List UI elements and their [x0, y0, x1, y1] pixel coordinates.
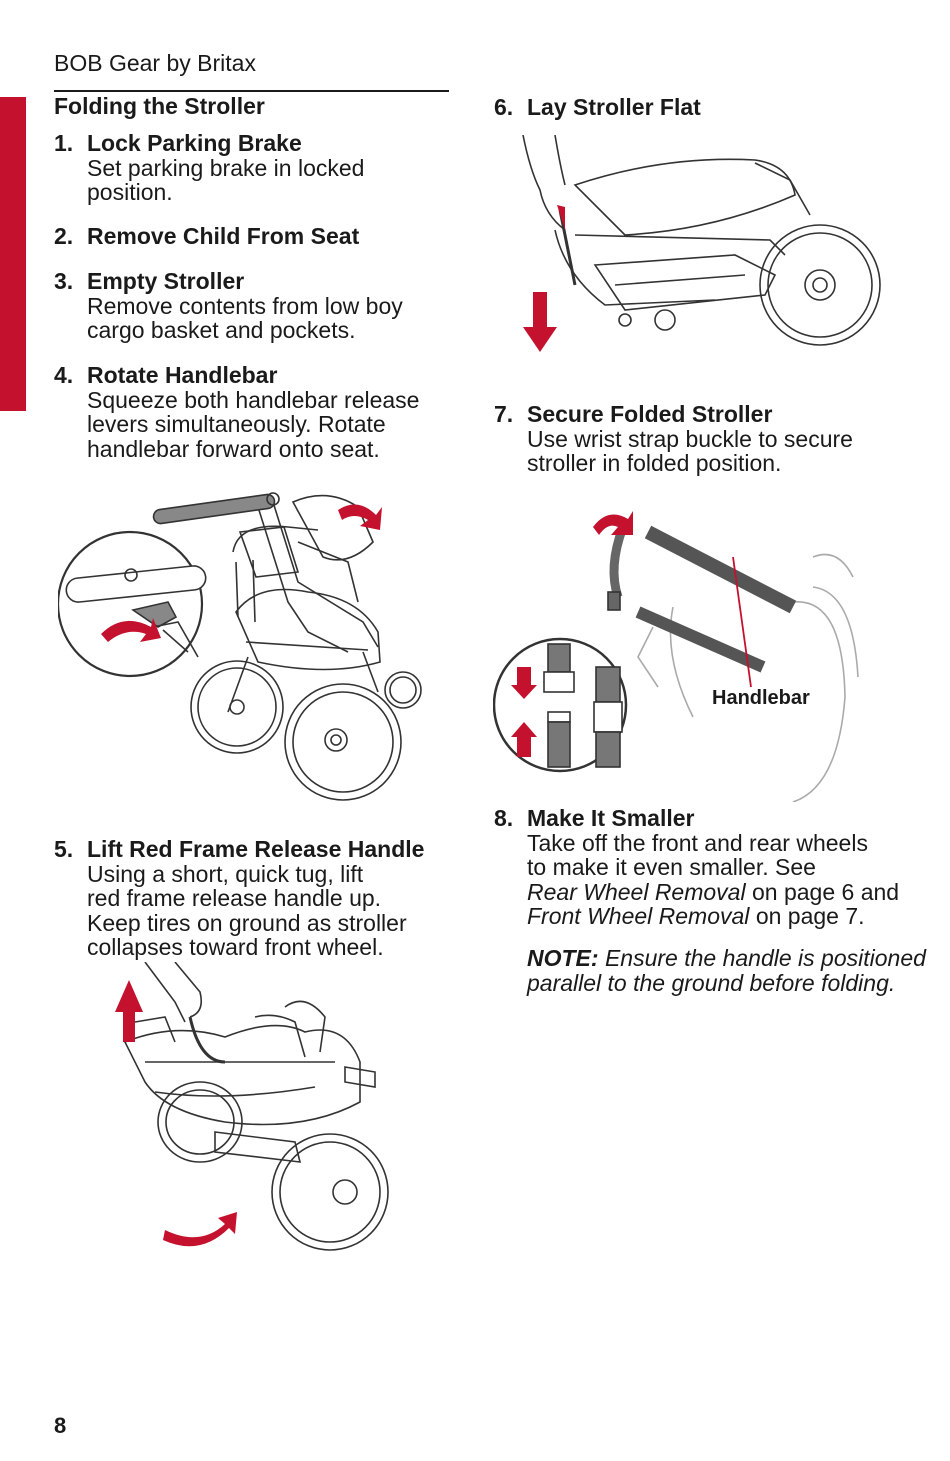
step-title: Make It Smaller	[527, 805, 695, 831]
chapter-tab	[0, 97, 26, 411]
step-4: 4. Rotate Handlebar Squeeze both handleb…	[54, 363, 419, 461]
step-text-line: Use wrist strap buckle to secure	[527, 425, 853, 452]
step-number: 5.	[54, 836, 74, 862]
step-title: Lock Parking Brake	[87, 130, 302, 156]
step-title: Secure Folded Stroller	[527, 401, 773, 427]
step-title: Remove Child From Seat	[87, 223, 360, 249]
brand-header: BOB Gear by Britax	[54, 50, 256, 76]
step-number: 6.	[494, 94, 514, 120]
step-number: 7.	[494, 401, 514, 427]
note: NOTE: Ensure the handle is positioned pa…	[527, 946, 927, 995]
step-text-line: cargo basket and pockets.	[87, 317, 356, 343]
lift-handle-illustration	[105, 962, 395, 1262]
step-title: Lift Red Frame Release Handle	[87, 836, 425, 862]
step-number: 8.	[494, 805, 514, 831]
step-number: 4.	[54, 362, 74, 388]
step-text-line: Front Wheel Removal on page 7.	[527, 903, 865, 929]
handlebar-label: Handlebar	[712, 687, 810, 709]
note-text: Ensure the handle is positioned parallel…	[527, 945, 926, 996]
step-6: 6. Lay Stroller Flat	[494, 95, 701, 120]
step-number: 3.	[54, 268, 74, 294]
step-1: 1. Lock Parking Brake Set parking brake …	[54, 131, 364, 205]
page-number: 8	[54, 1413, 67, 1438]
note-label: NOTE:	[527, 945, 599, 971]
step-text-line: levers simultaneously. Rotate	[87, 411, 386, 437]
step-number: 2.	[54, 223, 74, 249]
step-number: 1.	[54, 130, 74, 156]
secure-folded-illustration	[493, 497, 868, 802]
step-text-line: Remove contents from low boy	[87, 292, 403, 319]
step-text-line: Using a short, quick tug, lift	[87, 860, 364, 887]
section-title: Folding the Stroller	[54, 93, 265, 119]
step-5: 5. Lift Red Frame Release Handle Using a…	[54, 837, 424, 960]
step-title: Empty Stroller	[87, 268, 245, 294]
step-title: Rotate Handlebar	[87, 362, 278, 388]
step-8: 8. Make It Smaller Take off the front an…	[494, 806, 899, 929]
step-text-line: red frame release handle up.	[87, 885, 382, 911]
step-3: 3. Empty Stroller Remove contents from l…	[54, 269, 403, 343]
step-7: 7. Secure Folded Stroller Use wrist stra…	[494, 402, 853, 476]
step-2: 2. Remove Child From Seat	[54, 224, 359, 249]
step-text-line: collapses toward front wheel.	[87, 934, 384, 960]
step-text-line: position.	[87, 179, 173, 205]
step-text-line: Set parking brake in locked	[87, 154, 365, 181]
step-text-line: handlebar forward onto seat.	[87, 435, 380, 462]
step-title: Lay Stroller Flat	[527, 94, 701, 120]
rotate-handlebar-illustration	[58, 482, 428, 807]
step-text-line: Squeeze both handlebar release	[87, 386, 420, 413]
step-text-line: Keep tires on ground as stroller	[87, 909, 407, 936]
step-text-line: stroller in folded position.	[527, 450, 782, 476]
step-text-line: to make it even smaller. See	[527, 854, 816, 880]
section-rule	[54, 90, 449, 92]
step-text-line: Rear Wheel Removal on page 6 and	[527, 878, 900, 905]
front-wheel-reference: Front Wheel Removal	[527, 903, 750, 929]
step-text-line: Take off the front and rear wheels	[527, 829, 868, 856]
rear-wheel-reference: Rear Wheel Removal	[527, 878, 746, 905]
lay-flat-illustration	[515, 135, 885, 360]
